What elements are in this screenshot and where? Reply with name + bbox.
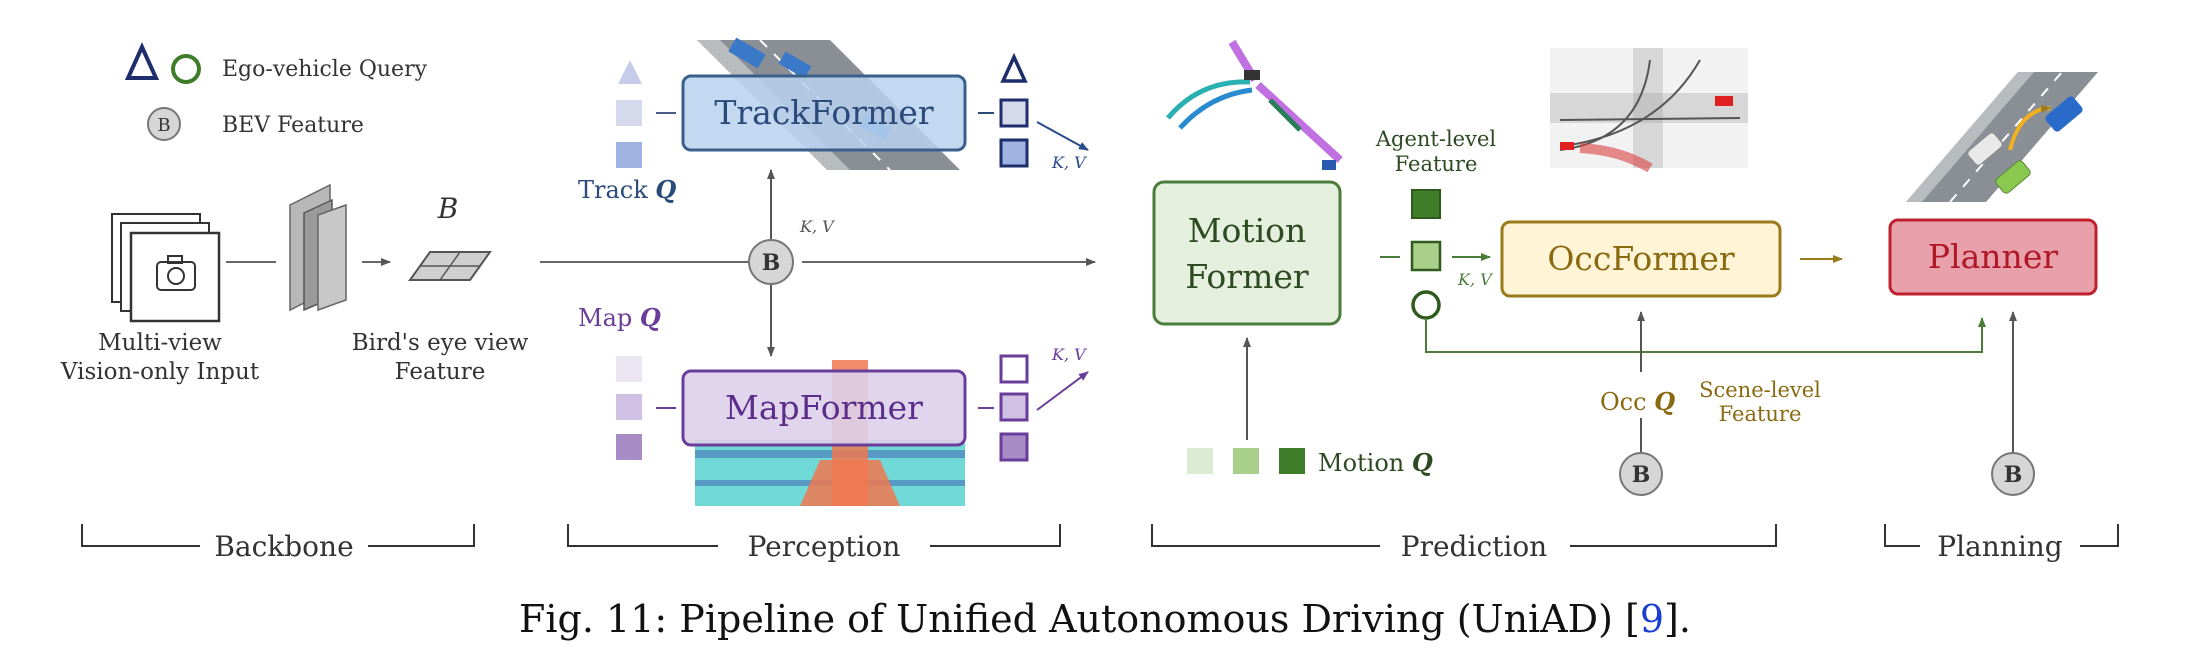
prediction-section: Motion Former Motion Q Agent-level Featu… (1152, 39, 1986, 496)
planner-box (1888, 218, 2098, 296)
occupancy-map-image (1550, 48, 1748, 173)
perception-bev-symbol: B (762, 250, 781, 276)
track-q-label: Track Q (578, 175, 676, 204)
agent-to-planner-line (1425, 317, 1986, 353)
planning-road-image (1906, 71, 2098, 203)
agent-feature-circle (1411, 290, 1441, 320)
trackformer-label: TrackFormer (714, 93, 933, 132)
agent-feature-label-line2: Feature (1395, 152, 1478, 176)
planner-label: Planner (1928, 237, 2058, 276)
planning-section: Planner B (1888, 71, 2098, 496)
track-query-square-2 (616, 142, 642, 168)
motion-trajectory-image (1166, 39, 1343, 170)
caption-text: Fig. 11: Pipeline of Unified Autonomous … (519, 597, 1640, 641)
trackformer-box (681, 74, 967, 152)
perception-bev-node (748, 239, 794, 285)
planning-bev-symbol: B (2004, 462, 2023, 488)
stage-label-planning: Planning (1937, 530, 2063, 563)
stage-brackets (81, 524, 2119, 547)
motion-query-square-1 (1187, 448, 1213, 474)
track-query-square-1 (616, 100, 642, 126)
query-triangle-icon (124, 42, 160, 80)
legend-bev-symbol: B (157, 115, 170, 136)
map-query-square-2 (616, 394, 642, 420)
agent-kv-label: K, V (1457, 270, 1493, 289)
stage-label-prediction: Prediction (1401, 530, 1547, 563)
map-output-square-1 (999, 354, 1029, 384)
map-output-square-2 (999, 392, 1029, 422)
track-query-triangle (618, 60, 642, 84)
map-query-square-3 (616, 434, 642, 460)
caption-text-end: ]. (1664, 597, 1691, 641)
motionformer-label-line1: Motion (1188, 211, 1307, 250)
occ-bev-symbol: B (1632, 462, 1651, 488)
scene-feature-label-line1: Scene-level (1699, 378, 1821, 402)
mapformer-box (681, 369, 967, 447)
stage-label-backbone: Backbone (214, 530, 353, 563)
track-output-triangle (1000, 52, 1028, 83)
caption-reference-link[interactable]: 9 (1640, 597, 1664, 641)
motion-query-square-2 (1233, 448, 1259, 474)
track-kv-label: K, V (1051, 153, 1087, 172)
figure-caption: Fig. 11: Pipeline of Unified Autonomous … (519, 597, 1691, 641)
track-output-square-2 (999, 138, 1029, 168)
motionformer-box (1152, 180, 1342, 326)
legend-query-label: Ego-vehicle Query (222, 57, 428, 82)
camera-stack-icon (111, 213, 221, 323)
agent-feature-square-dark (1411, 189, 1441, 219)
legend: Ego-vehicle Query B BEV Feature (124, 42, 428, 141)
agent-feature-label-line1: Agent-level (1375, 127, 1497, 151)
input-label-line2: Vision-only Input (60, 359, 260, 385)
map-output-square-3 (999, 432, 1029, 462)
motionformer-label-line2: Former (1185, 257, 1309, 296)
occ-bev-node (1619, 452, 1663, 496)
mapformer-label: MapFormer (725, 388, 923, 427)
legend-bev-label: BEV Feature (222, 113, 364, 138)
backbone-section: B Multi-view Vision-only Input Bird's ey… (60, 183, 529, 385)
input-label-line1: Multi-view (98, 330, 222, 356)
motion-q-label: Motion Q (1318, 448, 1433, 477)
scene-feature-label-line2: Feature (1719, 402, 1802, 426)
encoder-layers-icon (289, 183, 347, 312)
stage-label-perception: Perception (748, 530, 901, 563)
map-kv-label: K, V (1051, 345, 1087, 364)
bev-label-line1: Bird's eye view (352, 330, 529, 356)
track-output-square-1 (999, 98, 1029, 128)
occformer-label: OccFormer (1547, 239, 1735, 278)
bev-feature-letter: B (437, 192, 459, 225)
perception-kv-label: K, V (799, 217, 835, 236)
motion-query-square-3 (1279, 448, 1305, 474)
occformer-box (1500, 220, 1782, 298)
legend-bev-icon (147, 107, 181, 141)
map-q-label: Map Q (578, 303, 661, 332)
planning-bev-node (1991, 452, 2035, 496)
bev-grid-icon (408, 251, 492, 281)
query-circle-icon (171, 54, 201, 84)
agent-feature-square-light (1410, 240, 1442, 272)
occ-q-label: Occ Q (1600, 387, 1675, 416)
perception-section: TrackFormer K, V Track Q B K, V Map Q (578, 37, 1089, 506)
map-query-square-1 (616, 356, 642, 382)
bev-label-line2: Feature (395, 359, 486, 385)
